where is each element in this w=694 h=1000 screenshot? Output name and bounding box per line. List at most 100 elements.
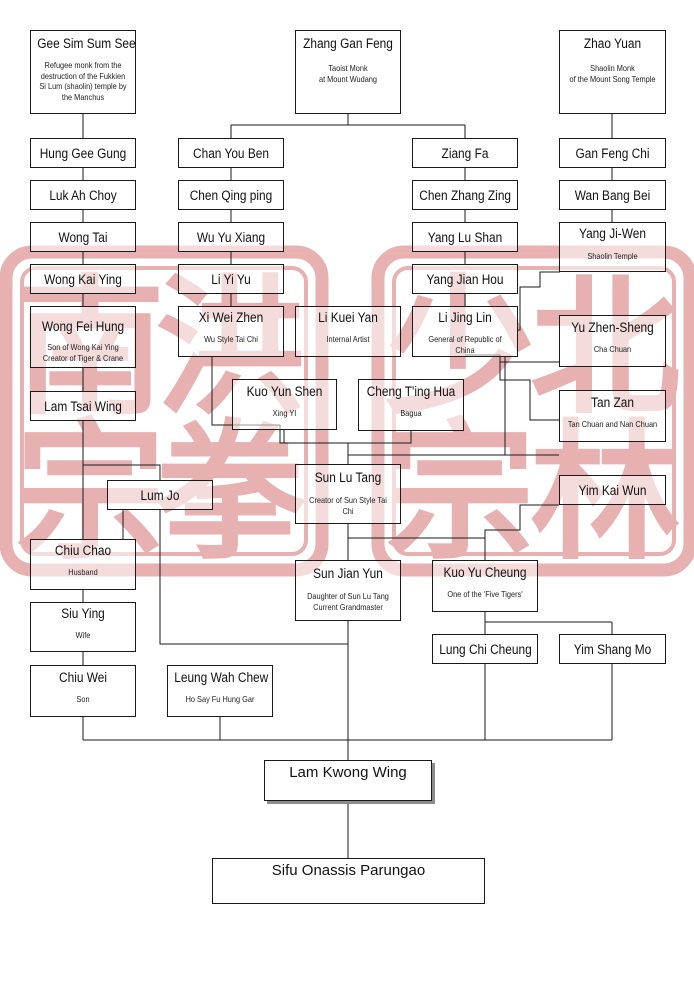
node-name: Luk Ah Choy: [49, 188, 117, 203]
node-desc: Creator of Sun Style Tai Chi: [309, 496, 387, 516]
node-yu-zhen-sheng: Yu Zhen-Sheng Cha Chuan: [559, 315, 666, 367]
node-wong-fei-hung: Wong Fei Hung Son of Wong Kai Ying Creat…: [30, 306, 136, 368]
node-leung-wah-chew: Leung Wah Chew Ho Say Fu Hung Gar: [167, 665, 273, 717]
node-wan-bang-bei: Wan Bang Bei: [559, 180, 666, 210]
node-sifu-onassis-parungao: Sifu Onassis Parungao: [212, 858, 485, 904]
node-name: Yu Zhen-Sheng: [571, 320, 654, 335]
node-name: Wan Bang Bei: [574, 188, 651, 203]
node-name: Tan Zan: [591, 395, 634, 410]
node-wong-tai: Wong Tai: [30, 222, 136, 252]
node-desc: Bagua: [400, 409, 422, 418]
seal-char-7: 宗: [385, 405, 535, 581]
node-name: Cheng T'ing Hua: [366, 384, 456, 399]
node-desc: Shaolin Temple: [587, 252, 638, 261]
node-name: Wong Tai: [58, 230, 108, 245]
node-xi-wei-zhen: Xi Wei Zhen Wu Style Tai Chi: [178, 306, 284, 357]
node-name: Lum Jo: [140, 488, 180, 503]
node-name: Siu Ying: [61, 606, 105, 621]
node-luk-ah-choy: Luk Ah Choy: [30, 180, 136, 210]
node-lam-tsai-wing: Lam Tsai Wing: [30, 391, 136, 421]
node-name: Kuo Yun Shen: [246, 384, 323, 399]
node-desc: Son of Wong Kai Ying Creator of Tiger & …: [42, 343, 124, 363]
node-name: Wu Yu Xiang: [196, 230, 266, 245]
node-name: Hung Gee Gung: [39, 146, 127, 161]
node-li-jing-lin: Li Jing Lin General of Republic of China: [412, 306, 518, 357]
node-name: Li Jing Lin: [438, 310, 492, 325]
node-desc: Cha Chuan: [593, 345, 632, 354]
node-name: Sun Lu Tang: [314, 470, 382, 485]
node-name: Chiu Chao: [54, 543, 112, 558]
node-desc: Shaolin Monk of the Mount Song Temple: [569, 64, 656, 84]
node-chiu-wei: Chiu Wei Son: [30, 665, 136, 717]
node-name: Sun Jian Yun: [313, 566, 383, 581]
node-name: Gee Sim Sum See: [37, 36, 136, 51]
node-desc: Ho Say Fu Hung Gar: [185, 695, 255, 704]
node-name: Lung Chi Cheung: [439, 642, 532, 657]
node-name: Zhao Yuan: [583, 36, 642, 51]
node-zhao-yuan: Zhao Yuan Shaolin Monk of the Mount Song…: [559, 30, 666, 114]
node-name: Chiu Wei: [59, 670, 107, 685]
node-name: Sifu Onassis Parungao: [271, 862, 426, 879]
node-desc: Xing YI: [272, 409, 297, 418]
node-hung-gee-gung: Hung Gee Gung: [30, 138, 136, 168]
node-desc: Wife: [75, 631, 91, 640]
node-name: Yang Lu Shan: [427, 230, 503, 245]
node-name: Li Kuei Yan: [318, 310, 378, 325]
node-name: Lam Tsai Wing: [44, 399, 122, 414]
node-gan-feng-chi: Gan Feng Chi: [559, 138, 666, 168]
node-li-yi-yu: Li Yi Yu: [178, 264, 284, 294]
node-name: Leung Wah Chew: [174, 670, 269, 685]
node-name: Yang Jian Hou: [426, 272, 504, 287]
node-sun-lu-tang: Sun Lu Tang Creator of Sun Style Tai Chi: [295, 464, 401, 524]
node-yang-jian-hou: Yang Jian Hou: [412, 264, 518, 294]
node-desc: Tan Chuan and Nan Chuan: [567, 420, 658, 429]
node-wong-kai-ying: Wong Kai Ying: [30, 264, 136, 294]
node-name: Lam Kwong Wing: [289, 764, 407, 781]
node-yim-shang-mo: Yim Shang Mo: [559, 634, 666, 664]
node-desc: Internal Artist: [326, 335, 370, 344]
node-name: Gan Feng Chi: [575, 146, 650, 161]
node-yang-ji-wen: Yang Ji-Wen Shaolin Temple: [559, 222, 666, 272]
node-desc: Taoist Monk at Mount Wudang: [318, 64, 378, 84]
node-name: Xi Wei Zhen: [198, 310, 264, 325]
node-name: Yim Shang Mo: [573, 642, 652, 657]
node-desc: Wu Style Tai Chi: [204, 335, 258, 344]
node-li-kuei-yan: Li Kuei Yan Internal Artist: [295, 306, 401, 357]
node-chen-zhang-zing: Chen Zhang Zing: [412, 180, 518, 210]
node-name: Chen Qing ping: [189, 188, 273, 203]
node-name: Chan You Ben: [193, 146, 269, 161]
node-name: Wong Kai Ying: [44, 272, 122, 287]
node-ziang-fa: Ziang Fa: [412, 138, 518, 168]
node-chen-qing-ping: Chen Qing ping: [178, 180, 284, 210]
node-name: Wong Fei Hung: [41, 319, 125, 334]
node-sun-jian-yun: Sun Jian Yun Daughter of Sun Lu Tang Cur…: [295, 560, 401, 621]
node-tan-zan: Tan Zan Tan Chuan and Nan Chuan: [559, 390, 666, 442]
node-desc: Husband: [68, 568, 98, 577]
node-name: Yang Ji-Wen: [579, 226, 646, 241]
node-name: Zhang Gan Feng: [303, 36, 393, 51]
node-desc: Refugee monk from the destruction of the…: [39, 61, 127, 102]
node-desc: Daughter of Sun Lu Tang Current Grandmas…: [307, 592, 389, 612]
node-chiu-chao: Chiu Chao Husband: [30, 539, 136, 590]
node-desc: One of the 'Five Tigers': [447, 590, 523, 599]
node-lung-chi-cheung: Lung Chi Cheung: [432, 634, 538, 664]
node-name: Kuo Yu Cheung: [443, 565, 527, 580]
node-lam-kwong-wing: Lam Kwong Wing: [264, 760, 432, 801]
node-desc: General of Republic of China: [428, 335, 502, 355]
node-zhang-gan-feng: Zhang Gan Feng Taoist Monk at Mount Wuda…: [295, 30, 401, 114]
node-kuo-yu-cheung: Kuo Yu Cheung One of the 'Five Tigers': [432, 560, 538, 612]
node-wu-yu-xiang: Wu Yu Xiang: [178, 222, 284, 252]
node-cheng-ting-hua: Cheng T'ing Hua Bagua: [358, 379, 464, 431]
node-kuo-yun-shen: Kuo Yun Shen Xing YI: [232, 379, 337, 430]
node-siu-ying: Siu Ying Wife: [30, 602, 136, 652]
node-lum-jo: Lum Jo: [107, 480, 213, 510]
node-chan-you-ben: Chan You Ben: [178, 138, 284, 168]
node-name: Yim Kai Wun: [578, 483, 647, 498]
node-name: Li Yi Yu: [211, 272, 251, 287]
node-name: Ziang Fa: [441, 146, 489, 161]
node-yim-kai-wun: Yim Kai Wun: [559, 475, 666, 505]
node-gee-sim-sum-see: Gee Sim Sum See Refugee monk from the de…: [30, 30, 136, 114]
node-name: Chen Zhang Zing: [419, 188, 512, 203]
